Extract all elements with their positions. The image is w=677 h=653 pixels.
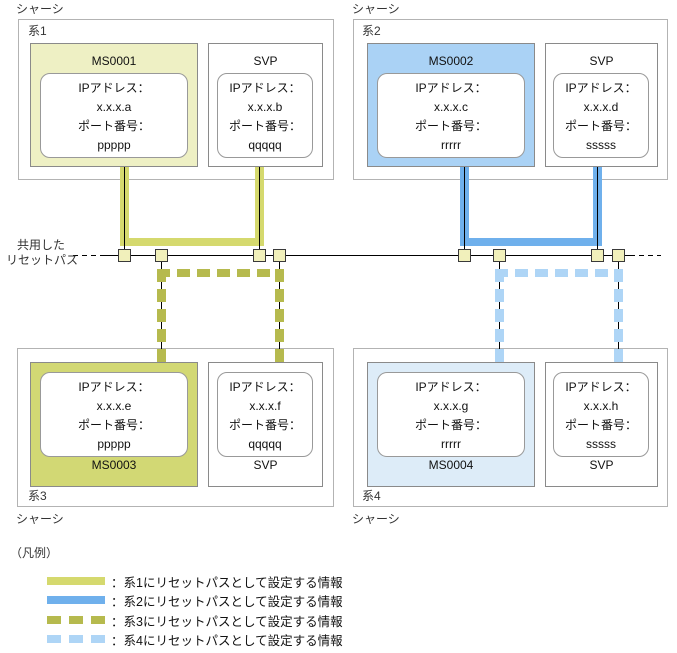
bus-left-dashes <box>73 255 102 256</box>
svp2-port-value: sssss <box>586 138 616 152</box>
svp4-port-value: sssss <box>586 437 616 451</box>
bus-connector-3 <box>253 249 266 262</box>
kei4-dashed-line-swatch <box>47 635 105 643</box>
chassis4-system-label: 系4 <box>362 489 381 503</box>
bus-label-line2: リセットパス <box>6 253 79 267</box>
kei4-path-left-segment <box>495 269 504 362</box>
svp3-info-box: IPアドレス： x.x.x.f ポート番号： qqqqq <box>217 372 313 457</box>
bus-connector-5 <box>458 249 471 262</box>
bus-connector-4 <box>273 249 286 262</box>
ms0001-ip-value: x.x.x.a <box>96 100 132 114</box>
ms0001-title: MS0001 <box>91 54 137 68</box>
svp1-ip-value: x.x.x.b <box>247 100 283 114</box>
bus-connector-8 <box>612 249 625 262</box>
kei3-path-horizontal-segment <box>157 269 284 277</box>
legend-item-kei1-label: ：系1にリセットパスとして設定する情報 <box>111 575 343 590</box>
svp4-ip-value: x.x.x.h <box>583 399 619 413</box>
svp1-title: SVP <box>253 54 278 68</box>
svp3-ip-label: IPアドレス： <box>229 380 301 394</box>
svp4-title: SVP <box>589 458 614 472</box>
kei2-path-horizontal-segment <box>460 238 602 246</box>
ms0003-port-label: ポート番号： <box>77 418 150 432</box>
chassis4-outer-label: シャーシ <box>352 512 400 526</box>
ms0001-port-value: ppppp <box>97 138 131 152</box>
svp4-ip-label: IPアドレス： <box>565 380 637 394</box>
chassis3-system-label: 系3 <box>28 489 47 503</box>
svp1-info-box: IPアドレス： x.x.x.b ポート番号： qqqqq <box>217 73 313 158</box>
ms0004-ip-value: x.x.x.g <box>433 399 469 413</box>
bus-connector-1 <box>118 249 131 262</box>
svp2-info-box: IPアドレス： x.x.x.d ポート番号： sssss <box>553 73 649 158</box>
kei1-solid-line-swatch <box>47 577 105 585</box>
ms0004-ip-label: IPアドレス： <box>415 380 487 394</box>
ms0002-info-box: IPアドレス： x.x.x.c ポート番号： rrrrr <box>377 73 525 158</box>
legend-item-kei1: ：系1にリセットパスとして設定する情報 <box>47 573 343 590</box>
svp2-ip-label: IPアドレス： <box>565 81 637 95</box>
ms0001-ip-label: IPアドレス： <box>78 81 150 95</box>
legend-item-kei3-label: ：系3にリセットパスとして設定する情報 <box>111 614 343 629</box>
chassis1-system-label: 系1 <box>28 24 47 38</box>
chassis2-system-label: 系2 <box>362 24 381 38</box>
ms0004-port-value: rrrrr <box>441 437 461 451</box>
svp2-title: SVP <box>589 54 614 68</box>
ms0003-port-value: ppppp <box>97 437 131 451</box>
ms0003-info-box: IPアドレス： x.x.x.e ポート番号： ppppp <box>40 372 188 457</box>
ms0002-ip-label: IPアドレス： <box>415 81 487 95</box>
legend-item-kei2-label: ：系2にリセットパスとして設定する情報 <box>111 594 343 609</box>
svp3-ip-value: x.x.x.f <box>249 399 281 413</box>
chassis3-outer-label: シャーシ <box>16 512 64 526</box>
ms0002-port-value: rrrrr <box>441 138 461 152</box>
bus-connector-7 <box>591 249 604 262</box>
ms0004-port-label: ポート番号： <box>414 418 487 432</box>
legend-item-kei4-label: ：系4にリセットパスとして設定する情報 <box>111 633 343 648</box>
ms0001-bus-wire <box>124 167 125 249</box>
svp3-title: SVP <box>253 458 278 472</box>
shared-reset-bus-line <box>100 255 630 256</box>
ms0002-bus-wire <box>464 167 465 249</box>
svp1-bus-wire <box>259 167 260 249</box>
chassis2-outer-label: シャーシ <box>352 2 400 16</box>
ms0003-title: MS0003 <box>91 458 137 472</box>
ms0002-ip-value: x.x.x.c <box>433 100 468 114</box>
kei4-path-horizontal-segment <box>495 269 623 277</box>
svp1-ip-label: IPアドレス： <box>229 81 301 95</box>
ms0004-title: MS0004 <box>428 458 474 472</box>
svp3-port-value: qqqqq <box>248 437 282 451</box>
kei1-path-horizontal-segment <box>120 238 264 246</box>
kei3-path-left-segment <box>157 269 166 362</box>
ms0003-ip-label: IPアドレス： <box>78 380 150 394</box>
kei4-path-right-segment <box>614 269 623 362</box>
legend-item-kei2: ：系2にリセットパスとして設定する情報 <box>47 592 343 609</box>
svp1-port-label: ポート番号： <box>228 119 301 133</box>
bus-connector-6 <box>493 249 506 262</box>
svp2-port-label: ポート番号： <box>564 119 637 133</box>
ms0003-ip-value: x.x.x.e <box>96 399 132 413</box>
svp2-ip-value: x.x.x.d <box>583 100 619 114</box>
kei3-dashed-line-swatch <box>47 616 105 624</box>
ms0002-title: MS0002 <box>428 54 474 68</box>
svp4-info-box: IPアドレス： x.x.x.h ポート番号： sssss <box>553 372 649 457</box>
bus-connector-2 <box>155 249 168 262</box>
kei3-path-right-segment <box>275 269 284 362</box>
bus-label-line1: 共用した <box>17 238 66 252</box>
ms0004-info-box: IPアドレス： x.x.x.g ポート番号： rrrrr <box>377 372 525 457</box>
ms0002-port-label: ポート番号： <box>414 119 487 133</box>
svp2-bus-wire <box>597 167 598 249</box>
svp3-port-label: ポート番号： <box>228 418 301 432</box>
chassis1-outer-label: シャーシ <box>16 2 64 16</box>
legend-item-kei3: ：系3にリセットパスとして設定する情報 <box>47 612 343 629</box>
legend-title: （凡例） <box>10 546 59 560</box>
svp1-port-value: qqqqq <box>248 138 282 152</box>
kei2-solid-line-swatch <box>47 596 105 604</box>
svp4-port-label: ポート番号： <box>564 418 637 432</box>
bus-right-dashes <box>630 255 661 256</box>
ms0001-port-label: ポート番号： <box>77 119 150 133</box>
ms0001-info-box: IPアドレス： x.x.x.a ポート番号： ppppp <box>40 73 188 158</box>
legend-item-kei4: ：系4にリセットパスとして設定する情報 <box>47 631 343 648</box>
